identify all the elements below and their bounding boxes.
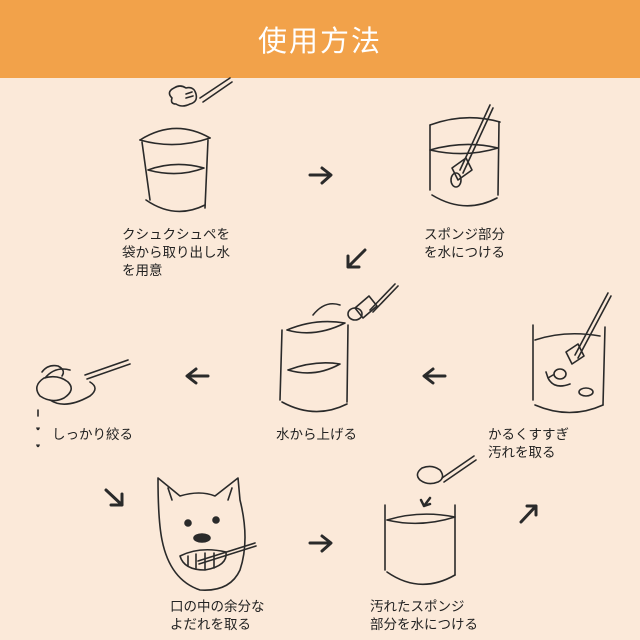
arrow-down-right-icon bbox=[104, 488, 124, 507]
dog-face-icon bbox=[157, 477, 257, 591]
arrow-right-icon bbox=[308, 534, 333, 553]
glass-with-swab-icon bbox=[429, 104, 501, 207]
arrow-left-icon bbox=[185, 367, 210, 385]
step-7-caption: かるくすすぎ 汚れを取る bbox=[488, 427, 569, 461]
step-2-caption: スポンジ部分 を水につける bbox=[424, 227, 505, 261]
glass-icon bbox=[139, 127, 211, 213]
step-1-caption: クシュクシュペを 袋から取り出し水 を用意 bbox=[122, 227, 230, 279]
step-4-caption: しっかり絞る bbox=[52, 427, 133, 443]
page-title: 使用方法 bbox=[257, 24, 382, 58]
arrow-right-icon bbox=[308, 166, 333, 185]
arrow-down-left-icon bbox=[346, 248, 367, 269]
hand-squeezing-icon bbox=[36, 359, 131, 448]
header-banner: 使用方法 bbox=[0, 0, 640, 78]
step-6-caption: 汚れたスポンジ 部分を水につける bbox=[370, 599, 478, 633]
arrow-up-right-icon bbox=[519, 504, 538, 524]
step-3-caption: 水から上げる bbox=[276, 427, 357, 443]
glass-with-lifted-swab-icon bbox=[279, 283, 399, 413]
glass-rinsing-icon bbox=[532, 292, 612, 414]
step-5-caption: 口の中の余分な よだれを取る bbox=[170, 599, 265, 633]
sponge-swab-icon bbox=[168, 77, 233, 107]
arrow-left-icon bbox=[422, 367, 447, 385]
glass-dipping-icon bbox=[384, 455, 477, 586]
